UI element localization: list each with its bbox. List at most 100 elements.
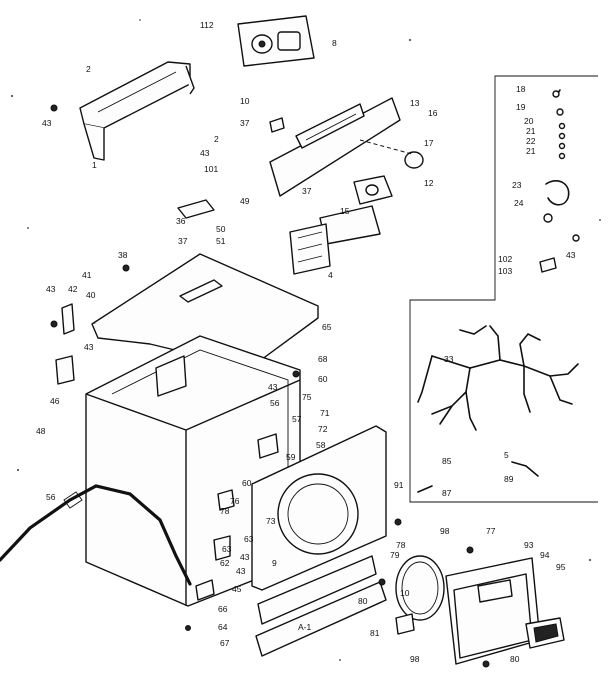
callout-number: 8	[332, 38, 337, 48]
callout-number: 1	[92, 160, 97, 170]
callout-number: 20	[524, 116, 534, 126]
callout-number: 95	[556, 562, 566, 572]
callout-number: 23	[512, 180, 522, 190]
callout-number: 101	[204, 164, 218, 174]
callout-number: 12	[424, 178, 434, 188]
callout-number: 37	[240, 118, 250, 128]
callout-number: 2	[214, 134, 219, 144]
callout-number: 93	[524, 540, 534, 550]
callout-number: 80	[358, 596, 368, 606]
callout-number: 37	[178, 236, 188, 246]
scan-speckles	[11, 19, 601, 661]
callout-number: 78	[220, 506, 230, 516]
callout-number: 60	[242, 478, 252, 488]
callout-number: 16	[428, 108, 438, 118]
callout-number: 4	[328, 270, 333, 280]
callout-number: 43	[46, 284, 56, 294]
callout-number: 103	[498, 266, 512, 276]
callout-number: 67	[220, 638, 230, 648]
callout-number: 17	[424, 138, 434, 148]
callout-number: 75	[302, 392, 312, 402]
callout-number: 66	[218, 604, 228, 614]
wire-harness	[417, 325, 579, 431]
callout-number: 45	[232, 584, 242, 594]
cabinet	[55, 335, 301, 607]
callout-number: 5	[504, 450, 509, 460]
callout-number: 65	[322, 322, 332, 332]
callout-number: 71	[320, 408, 330, 418]
inset-small-parts	[417, 89, 580, 493]
callout-number: 43	[42, 118, 52, 128]
callout-number: 18	[516, 84, 526, 94]
callout-number: A-1	[298, 622, 312, 632]
callout-number: 98	[410, 654, 420, 664]
callout-number: 10	[240, 96, 250, 106]
callout-number: 19	[516, 102, 526, 112]
door-assembly	[395, 555, 565, 665]
callout-number: 72	[318, 424, 328, 434]
fasteners	[50, 104, 490, 668]
callout-number: 91	[394, 480, 404, 490]
callout-number: 22	[526, 136, 536, 146]
callout-number: 38	[118, 250, 128, 260]
callout-number: 68	[318, 354, 328, 364]
callout-number: 80	[510, 654, 520, 664]
callout-number: 56	[46, 492, 56, 502]
callout-number: 77	[486, 526, 496, 536]
callout-number: 9	[272, 558, 277, 568]
callout-number: 43	[268, 382, 278, 392]
callout-number: 46	[50, 396, 60, 406]
callout-number: 89	[504, 474, 514, 484]
callout-number: 24	[514, 198, 524, 208]
front-panel	[251, 425, 387, 657]
callout-number: 85	[442, 456, 452, 466]
callout-number: 21	[526, 126, 536, 136]
callout-number: 63	[222, 544, 232, 554]
callout-number: 13	[410, 98, 420, 108]
callout-number: 50	[216, 224, 226, 234]
callout-number: 59	[286, 452, 296, 462]
callout-number: 73	[266, 516, 276, 526]
inset-border	[409, 75, 598, 503]
callout-number: 56	[270, 398, 280, 408]
callout-number: 48	[36, 426, 46, 436]
callout-number: 87	[442, 488, 452, 498]
control-console	[269, 97, 424, 245]
callout-number: 94	[540, 550, 550, 560]
callout-number: 102	[498, 254, 512, 264]
callout-number: 57	[292, 414, 302, 424]
callout-number: 60	[318, 374, 328, 384]
callout-number: 42	[68, 284, 78, 294]
callout-number: 43	[200, 148, 210, 158]
callout-number: 36	[176, 216, 186, 226]
callout-number: 51	[216, 236, 226, 246]
callout-number: 21	[526, 146, 536, 156]
callout-number: 81	[370, 628, 380, 638]
callout-number: 43	[84, 342, 94, 352]
callout-number: 62	[220, 558, 230, 568]
callout-number: 64	[218, 622, 228, 632]
callout-number: 98	[440, 526, 450, 536]
callout-number: 63	[244, 534, 254, 544]
callout-number: 2	[86, 64, 91, 74]
callout-number: 37	[302, 186, 312, 196]
callout-number: 10	[400, 588, 410, 598]
callout-number: 112	[200, 20, 214, 30]
callout-labels: 1122843110371316243101171237153637495051…	[36, 20, 576, 664]
callout-number: 49	[240, 196, 250, 206]
callout-number: 58	[316, 440, 326, 450]
callout-number: 43	[236, 566, 246, 576]
callout-number: 40	[86, 290, 96, 300]
callout-number: 76	[230, 496, 240, 506]
callout-number: 79	[390, 550, 400, 560]
callout-number: 41	[82, 270, 92, 280]
callout-number: 15	[340, 206, 350, 216]
rear-console-trim	[79, 61, 195, 161]
callout-number: 43	[240, 552, 250, 562]
timer-switch-assembly	[237, 15, 315, 67]
callout-number: 43	[566, 250, 576, 260]
callout-number: 78	[396, 540, 406, 550]
power-cord	[0, 484, 192, 586]
callout-number: 33	[444, 354, 454, 364]
